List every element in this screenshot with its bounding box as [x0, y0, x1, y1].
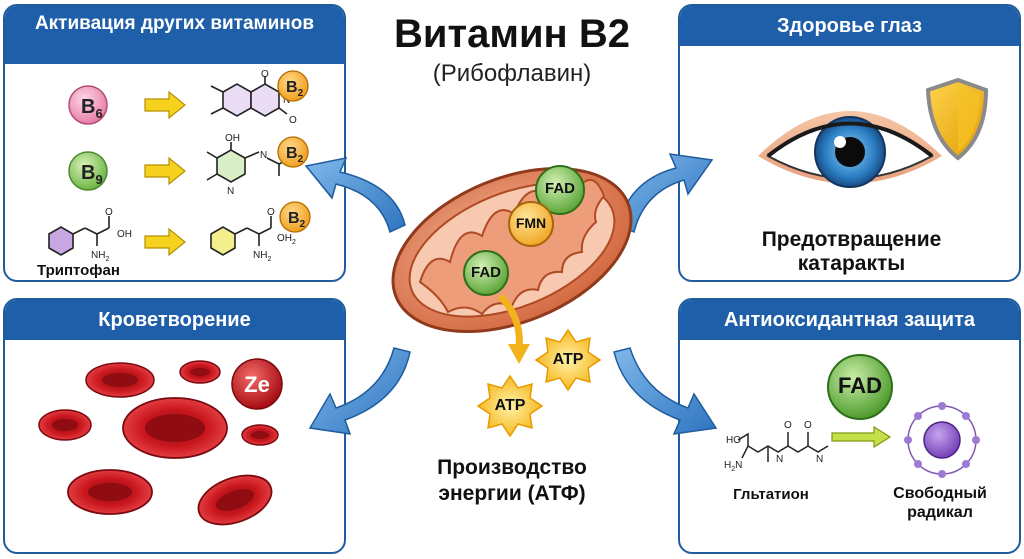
green-arrow	[831, 425, 892, 449]
antioxidant-panel-heading: Антиоксидантная защита	[680, 300, 1019, 340]
b6-sub: 6	[95, 106, 102, 121]
arrow-to-hematopoiesis	[308, 347, 411, 435]
atom-o-4: O	[267, 207, 275, 218]
atom-oh2: OH2	[277, 233, 296, 246]
b2-badge-3: B2	[279, 201, 311, 233]
fad-bottom-badge	[463, 250, 509, 296]
red-blood-cell	[241, 424, 279, 446]
red-blood-cell	[67, 469, 153, 515]
atom-oh-2: OH	[117, 229, 132, 240]
eye-caption: Предотвращение катаракты	[680, 228, 1019, 276]
b2-badge-2: B2	[277, 136, 309, 168]
atom-o-6: O	[804, 420, 812, 431]
page-subtitle: (Рибофлавин)	[432, 60, 592, 87]
yellow-arrow-to-atp	[497, 293, 530, 364]
fad-bottom-label: FAD	[471, 264, 501, 281]
pyridine-structure-1	[210, 76, 288, 117]
antioxidant-panel: Антиоксидантная защита HO O O N N H2N	[678, 298, 1021, 554]
arrow-to-eye	[617, 153, 714, 234]
ze-badge	[231, 358, 283, 410]
antioxidant-diagram: HO O O N N H2N	[724, 354, 980, 478]
atom-o-5: O	[784, 420, 792, 431]
activation-panel-heading: Активация других витаминов	[5, 6, 344, 64]
arrow-to-antioxidant	[613, 347, 718, 435]
b2-badge-1: B2	[277, 70, 309, 102]
yellow-arrow-1	[144, 90, 186, 120]
atom-o-1: O	[261, 69, 269, 80]
eye-caption-line-2: катаракты	[797, 252, 906, 275]
eye-caption-line-1: Предотвращение	[761, 228, 942, 251]
eye-health-panel: Здоровье глаз Предотвращение катаракты	[678, 4, 1021, 282]
fad-top-badge	[535, 165, 585, 215]
atom-o-2: O	[289, 115, 297, 126]
atom-h2n: H2N	[724, 460, 742, 473]
atp-burst-1	[534, 328, 602, 392]
fad-badge	[827, 354, 893, 420]
shield-icon	[925, 77, 989, 161]
tryptophan-structure	[48, 216, 110, 256]
atom-ho: HO	[726, 435, 741, 446]
atp-caption-line-1: Производство	[437, 456, 587, 479]
eye-health-panel-heading: Здоровье глаз	[680, 6, 1019, 46]
atom-n-2: N	[260, 150, 267, 161]
eye-icon	[758, 111, 942, 188]
fad-badge-label: FAD	[838, 373, 882, 398]
fmn-badge	[508, 201, 554, 247]
mitochondrion-icon	[391, 166, 633, 334]
glutathione-structure	[737, 432, 829, 462]
svg-text:B9: B9	[81, 162, 103, 187]
svg-text:B2: B2	[288, 210, 306, 230]
fmn-label: FMN	[515, 215, 547, 231]
red-blood-cell	[38, 409, 92, 441]
ze-badge-label: Ze	[244, 372, 270, 397]
red-blood-cell	[197, 474, 273, 526]
eye-illustration	[758, 77, 989, 188]
red-blood-cell	[179, 360, 221, 384]
atom-n-1: N	[283, 95, 290, 106]
activation-diagram: B6 O N O B2 B9	[48, 69, 311, 263]
glutathione-label: Гльтатион	[733, 486, 809, 503]
yellow-arrow-2	[144, 156, 186, 186]
svg-text:B6: B6	[81, 96, 103, 121]
fad-top-label: FAD	[545, 180, 575, 197]
svg-text:B2: B2	[286, 145, 304, 165]
atp-burst-2	[476, 374, 544, 438]
tryptophan-label: Триптофан	[37, 262, 120, 279]
free-radical-label-line-1: Свободный	[893, 485, 987, 502]
b9-badge: B9	[68, 151, 108, 191]
atp-caption-line-2: энергии (АТФ)	[438, 482, 586, 505]
atom-nh2-2: NH2	[253, 250, 271, 263]
free-radical-label-line-2: радикал	[907, 504, 973, 521]
atom-n-4: N	[776, 454, 783, 465]
blood-cells-illustration	[38, 358, 283, 526]
atom-oh-1: OH	[225, 133, 240, 144]
atp-label-1: ATP	[552, 351, 584, 368]
hematopoiesis-panel: Кроветворение Ze	[3, 298, 346, 554]
free-radical-icon	[904, 402, 980, 478]
b9-sub: 9	[95, 172, 102, 187]
product-structure-3	[210, 216, 272, 256]
yellow-arrow-3	[144, 227, 186, 257]
atp-caption: Производство энергии (АТФ)	[400, 455, 624, 507]
page-title: Витамин В2	[394, 12, 630, 56]
atom-o-3: O	[105, 207, 113, 218]
atom-n-5: N	[816, 454, 823, 465]
red-blood-cell	[85, 362, 155, 398]
atom-n-3: N	[227, 186, 234, 197]
atom-nh2-1: NH2	[91, 250, 109, 263]
activation-panel: Активация других витаминов B6 O N O B2	[3, 4, 346, 282]
b6-letter: B	[81, 96, 95, 118]
arrow-to-activation	[304, 156, 406, 234]
b6-badge: B6	[68, 85, 108, 125]
pyridine-structure-2	[206, 142, 292, 183]
svg-text:B2: B2	[286, 79, 304, 99]
atp-label-2: ATP	[494, 397, 526, 414]
b9-letter: B	[81, 162, 95, 184]
free-radical-label: Свободный радикал	[880, 484, 1000, 522]
hematopoiesis-panel-heading: Кроветворение	[5, 300, 344, 340]
red-blood-cell	[122, 397, 228, 459]
